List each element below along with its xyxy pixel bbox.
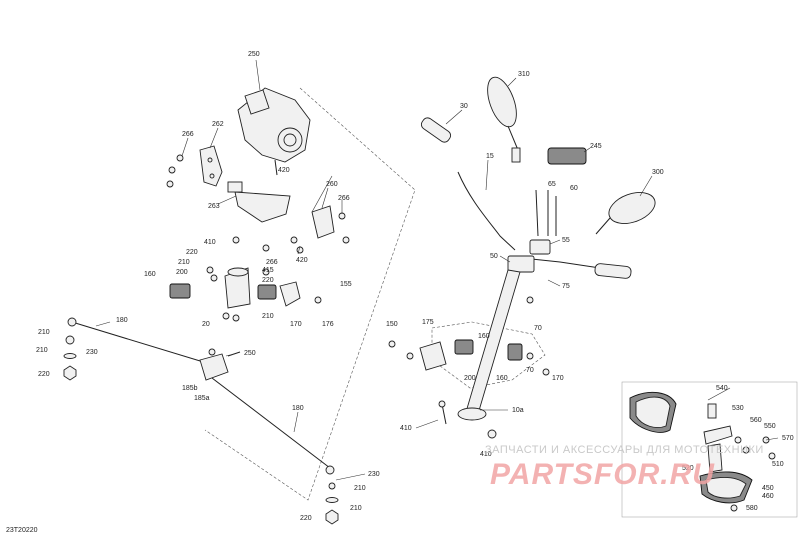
- callout-leaders: [95, 59, 779, 481]
- tie-rod-left-180: [63, 317, 211, 381]
- diagram-code: 23T20220: [6, 527, 38, 534]
- handguard-brackets: [703, 403, 776, 512]
- callout-label: 160: [144, 271, 156, 278]
- callout-label: 185a: [194, 395, 210, 402]
- callout-label: 70: [534, 325, 542, 332]
- callout-label: 560: [750, 417, 762, 424]
- callout-label: 450: [762, 485, 774, 492]
- callout-label: 410: [204, 239, 216, 246]
- callout-label: 420: [296, 257, 308, 264]
- power-steering-unit: [237, 87, 311, 176]
- callout-label: 170: [552, 375, 564, 382]
- callout-label: 230: [86, 349, 98, 356]
- callout-label: 180: [116, 317, 128, 324]
- callout-label: 155: [340, 281, 352, 288]
- callout-label: 250: [248, 51, 260, 58]
- bushing-170: [257, 281, 301, 307]
- callout-label: 10a: [512, 407, 524, 414]
- callout-label: 310: [518, 71, 530, 78]
- callout-label: 170: [290, 321, 302, 328]
- switch-group-center: [388, 339, 550, 376]
- callout-label: 510: [772, 461, 784, 468]
- tie-rod-joint-185: [199, 348, 241, 381]
- support-bracket-263: [227, 181, 291, 223]
- handguard-lower: [699, 471, 753, 504]
- callout-label: 540: [716, 385, 728, 392]
- callout-label: 266: [266, 259, 278, 266]
- callout-label: 210: [178, 259, 190, 266]
- callout-label: 200: [176, 269, 188, 276]
- callout-label: 210: [262, 313, 274, 320]
- callout-label: 550: [764, 423, 776, 430]
- callout-label: 570: [782, 435, 794, 442]
- callout-label: 175: [422, 319, 434, 326]
- steering-column-10a: [457, 269, 534, 421]
- callout-label: 520: [682, 465, 694, 472]
- callout-label: 55: [562, 237, 570, 244]
- bolt-410-center: [438, 400, 497, 439]
- callout-label: 210: [354, 485, 366, 492]
- bushing-160-left: [169, 283, 191, 299]
- callout-label: 176: [322, 321, 334, 328]
- callout-label: 260: [326, 181, 338, 188]
- callout-label: 300: [652, 169, 664, 176]
- tie-rod-right-180: [211, 377, 339, 525]
- callout-label: 210: [38, 329, 50, 336]
- callout-labels: 250 266 262 263 260 266 420 410 220 210 …: [36, 51, 794, 522]
- callout-label: 20: [202, 321, 210, 328]
- callout-label: 420: [278, 167, 290, 174]
- grip-30: [420, 117, 452, 143]
- callout-label: 262: [212, 121, 224, 128]
- callout-label: 65: [548, 181, 556, 188]
- switch-group-outline: [431, 321, 546, 389]
- callout-label: 580: [746, 505, 758, 512]
- callout-label: 410: [480, 451, 492, 458]
- handlebar-15: [457, 171, 632, 279]
- mount-bracket-262: [199, 145, 223, 187]
- callout-label: 250: [244, 350, 256, 357]
- callout-label: 460: [762, 493, 774, 500]
- callout-label: 220: [262, 277, 274, 284]
- callout-label: 150: [386, 321, 398, 328]
- callout-label: 410: [400, 425, 412, 432]
- mirror-310: [487, 76, 521, 163]
- callout-label: 180: [292, 405, 304, 412]
- callout-label: 75: [562, 283, 570, 290]
- watermark-caption: ЗАПЧАСТИ И АКСЕССУАРЫ ДЛЯ МОТОТЕХНИКИ: [485, 444, 764, 456]
- fasteners-left: [166, 154, 350, 322]
- callout-label: 200: [464, 375, 476, 382]
- watermark-logo: PARTSFOR.RU: [490, 458, 715, 491]
- callout-label: 30: [460, 103, 468, 110]
- callout-label: 230: [368, 471, 380, 478]
- callout-label: 220: [186, 249, 198, 256]
- callout-label: 160: [478, 333, 490, 340]
- callout-label: 210: [36, 347, 48, 354]
- callout-label: 210: [350, 505, 362, 512]
- callout-label: 15: [486, 153, 494, 160]
- steering-column-clamp: [224, 267, 251, 309]
- switch-245: [547, 147, 587, 165]
- clamp-260: [311, 205, 335, 239]
- callout-label: 50: [490, 253, 498, 260]
- handguard-inset-frame: [621, 381, 798, 518]
- handlebar-clamp-50-55: [507, 189, 557, 273]
- mirror-300: [595, 192, 656, 235]
- callout-label: 185b: [182, 385, 198, 392]
- callout-label: 245: [590, 143, 602, 150]
- callout-label: 70: [526, 367, 534, 374]
- callout-label: 220: [38, 371, 50, 378]
- callout-label: 530: [732, 405, 744, 412]
- callout-label: 220: [300, 515, 312, 522]
- callout-label: 266: [182, 131, 194, 138]
- callout-label: 266: [338, 195, 350, 202]
- callout-label: 263: [208, 203, 220, 210]
- callout-label: 415: [262, 267, 274, 274]
- callout-label: 60: [570, 185, 578, 192]
- assembly-outline: [204, 87, 416, 501]
- callout-label: 160: [496, 375, 508, 382]
- handguard-upper: [629, 391, 677, 433]
